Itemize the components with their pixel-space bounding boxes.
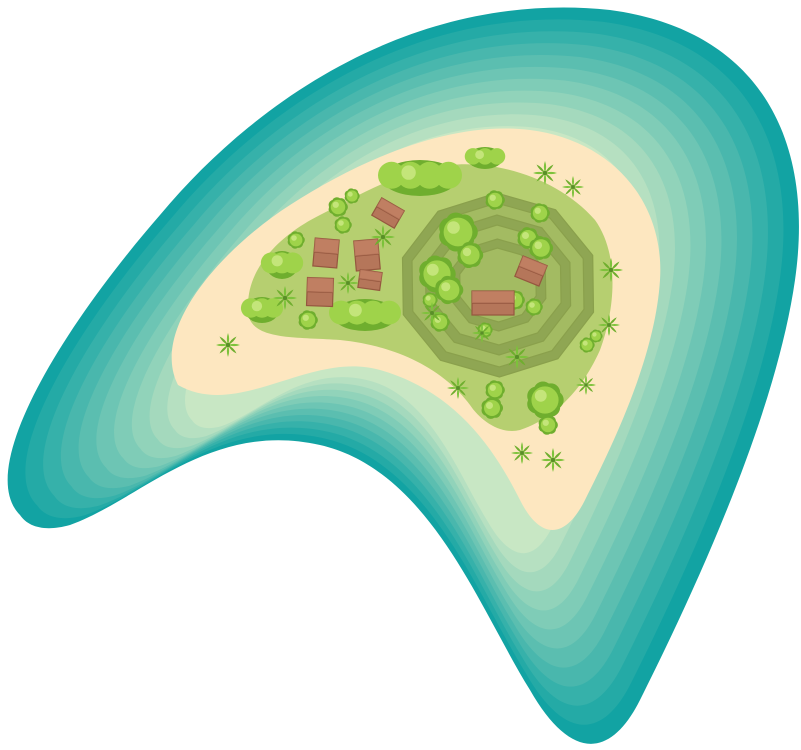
palm-tree-icon bbox=[533, 161, 557, 185]
palm-tree-icon bbox=[511, 442, 533, 464]
tree-icon bbox=[530, 203, 550, 223]
tree-icon bbox=[485, 190, 505, 210]
tree-icon bbox=[589, 329, 603, 343]
tree-icon bbox=[529, 236, 554, 260]
village-houses bbox=[305, 197, 548, 316]
tree-icon bbox=[457, 241, 484, 269]
tree-icon bbox=[517, 227, 539, 249]
tree-icon bbox=[328, 197, 348, 217]
house-icon bbox=[312, 237, 340, 269]
palm-tree-icon bbox=[337, 272, 359, 294]
palm-tree-icon bbox=[216, 333, 240, 357]
palm-tree-icon bbox=[562, 176, 584, 198]
palm-tree-icon bbox=[447, 377, 469, 399]
palm-tree-icon bbox=[541, 448, 565, 472]
palm-tree-icon bbox=[599, 258, 623, 282]
tree-icon bbox=[481, 397, 503, 419]
palm-tree-icon bbox=[505, 345, 529, 369]
palm-tree-icon bbox=[371, 225, 395, 249]
palm-tree-icon bbox=[576, 375, 596, 395]
palm-tree-icon bbox=[421, 302, 443, 324]
bush-icon bbox=[329, 299, 401, 331]
tree-icon bbox=[298, 310, 318, 330]
bush-icon bbox=[378, 160, 462, 196]
house-icon bbox=[353, 238, 381, 272]
bush-icon bbox=[260, 251, 304, 279]
house-icon bbox=[357, 268, 383, 292]
house-icon bbox=[305, 276, 335, 308]
palm-tree-icon bbox=[472, 323, 492, 343]
tree-icon bbox=[435, 275, 464, 305]
tree-icon bbox=[538, 415, 558, 435]
tree-icon bbox=[422, 292, 438, 308]
tree-icon bbox=[419, 255, 456, 293]
tree-icon bbox=[527, 381, 564, 419]
tree-icon bbox=[525, 298, 543, 316]
bush-icon bbox=[240, 297, 284, 323]
palm-tree-icon bbox=[598, 314, 620, 336]
tree-icon bbox=[344, 188, 360, 204]
tree-icon bbox=[485, 380, 505, 400]
palm-trees bbox=[216, 161, 623, 472]
tree-icon bbox=[287, 231, 305, 249]
tree-icon bbox=[430, 312, 450, 332]
tree-icon bbox=[439, 212, 478, 252]
tree-icon bbox=[334, 216, 352, 234]
bush-icon bbox=[464, 147, 506, 169]
house-icon bbox=[471, 290, 515, 316]
house-icon bbox=[370, 197, 406, 229]
house-icon bbox=[514, 255, 548, 287]
palm-tree-icon bbox=[273, 286, 297, 310]
